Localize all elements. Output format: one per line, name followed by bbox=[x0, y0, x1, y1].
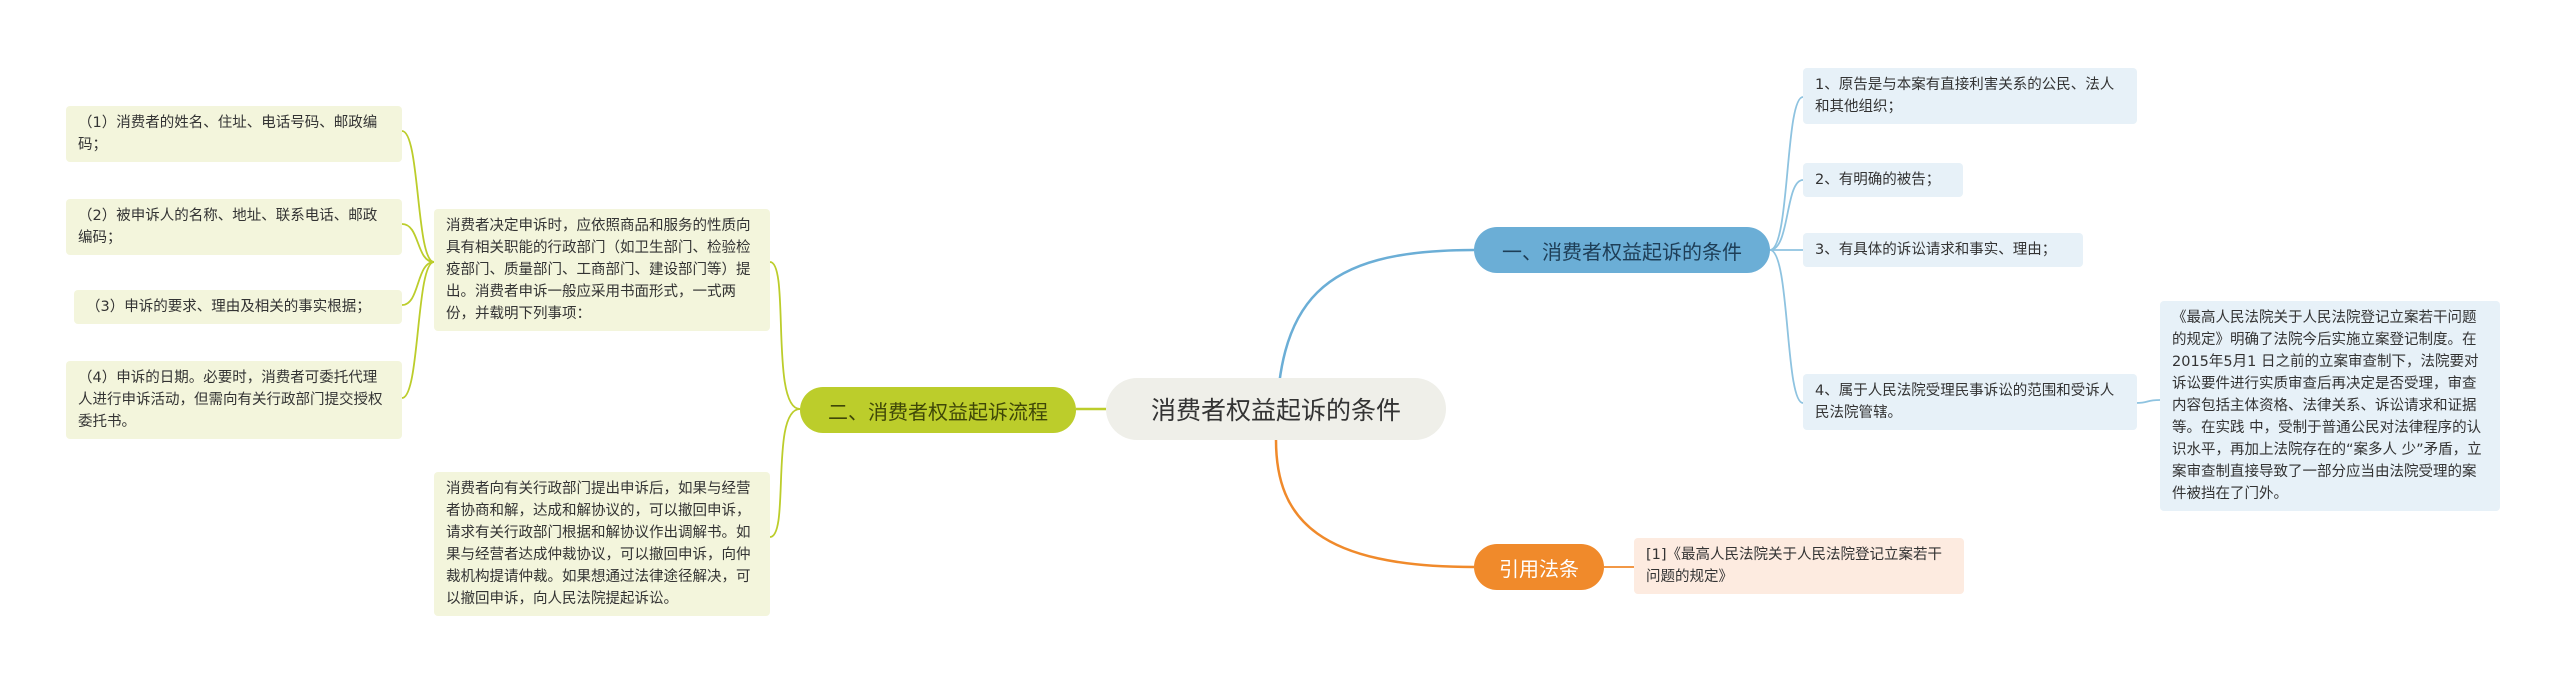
connector-detail1 bbox=[401, 130, 435, 263]
process-step-2[interactable]: 消费者向有关行政部门提出申诉后，如果与经营者协商和解，达成和解协议的，可以撤回申… bbox=[434, 472, 770, 616]
condition-note[interactable]: 《最高人民法院关于人民法院登记立案若干问题的规定》明确了法院今后实施立案登记制度… bbox=[2160, 301, 2500, 511]
process-detail-4[interactable]: （4）申诉的日期。必要时，消费者可委托代理人进行申诉活动，但需向有关行政部门提交… bbox=[66, 361, 402, 439]
connector-b1-leaf1 bbox=[1769, 96, 1804, 251]
process-detail-1[interactable]: （1）消费者的姓名、住址、电话号码、邮政编码； bbox=[66, 106, 402, 162]
connector-b1-leaf2 bbox=[1769, 179, 1804, 251]
process-step-1[interactable]: 消费者决定申诉时，应依照商品和服务的性质向具有相关职能的行政部门（如卫生部门、检… bbox=[434, 209, 770, 331]
branch-conditions[interactable]: 一、消费者权益起诉的条件 bbox=[1474, 227, 1770, 273]
branch-process[interactable]: 二、消费者权益起诉流程 bbox=[800, 387, 1076, 433]
connector-detail2 bbox=[401, 223, 435, 263]
connector-b2-leaf2 bbox=[769, 408, 801, 538]
connector-b2-leaf1 bbox=[769, 261, 801, 410]
connector-leaf4-note bbox=[2135, 399, 2161, 404]
condition-item-3[interactable]: 3、有具体的诉讼请求和事实、理由； bbox=[1803, 233, 2083, 267]
connector-detail3 bbox=[401, 261, 435, 306]
connector-b1-leaf4 bbox=[1769, 249, 1804, 404]
process-detail-3[interactable]: （3）申诉的要求、理由及相关的事实根据； bbox=[74, 290, 402, 324]
condition-item-4[interactable]: 4、属于人民法院受理民事诉讼的范围和受诉人民法院管辖。 bbox=[1803, 374, 2137, 430]
root-topic[interactable]: 消费者权益起诉的条件 bbox=[1106, 378, 1446, 440]
connector-detail4 bbox=[401, 261, 435, 399]
branch-cited-laws[interactable]: 引用法条 bbox=[1474, 544, 1604, 590]
condition-item-1[interactable]: 1、原告是与本案有直接利害关系的公民、法人和其他组织； bbox=[1803, 68, 2137, 124]
condition-item-2[interactable]: 2、有明确的被告； bbox=[1803, 163, 1963, 197]
connector-root-branch3 bbox=[1274, 439, 1475, 569]
cited-law-item-1[interactable]: [1]《最高人民法院关于人民法院登记立案若干问题的规定》 bbox=[1634, 538, 1964, 594]
process-detail-2[interactable]: （2）被申诉人的名称、地址、联系电话、邮政编码； bbox=[66, 199, 402, 255]
